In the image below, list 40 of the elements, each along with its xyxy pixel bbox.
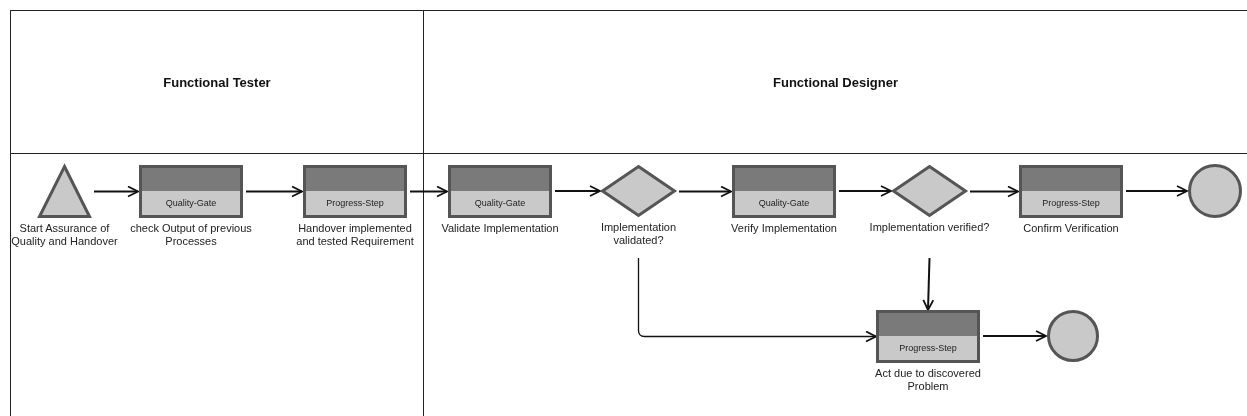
arrow: [922, 257, 935, 311]
arrow: [969, 185, 1019, 198]
step-type-label: Quality-Gate: [757, 197, 811, 210]
arrow: [93, 185, 139, 198]
step-type-label: Progress-Step: [1041, 197, 1101, 210]
start-triangle: [38, 165, 91, 218]
step-caption: Validate Implementation: [440, 222, 560, 235]
step-type-label: Progress-Step: [898, 342, 958, 355]
step-caption: check Output of previous Processes: [129, 222, 253, 248]
lane-title: Functional Tester: [163, 74, 271, 90]
process-box: [1019, 165, 1123, 218]
step-caption: Act due to discovered Problem: [874, 367, 982, 393]
process-box: [732, 165, 836, 218]
process-box: [448, 165, 552, 218]
step-caption: Implementation validated?: [599, 221, 678, 247]
step-caption: Implementation verified?: [868, 221, 991, 234]
arrow: [637, 257, 877, 343]
arrow: [245, 185, 303, 198]
end-circle: [1047, 310, 1099, 362]
arrow: [678, 185, 732, 198]
step-caption: Verify Implementation: [730, 222, 838, 235]
arrow: [554, 185, 601, 197]
end-circle: [1188, 164, 1242, 218]
step-type-label: Quality-Gate: [164, 197, 218, 210]
arrow: [409, 185, 448, 198]
arrow: [1125, 185, 1188, 197]
lane-title: Functional Designer: [773, 74, 898, 90]
arrow: [982, 330, 1047, 342]
swimlane: [10, 10, 424, 416]
step-caption: Handover implemented and tested Requirement: [295, 222, 415, 248]
step-type-label: Quality-Gate: [473, 197, 527, 210]
decision-diamond: [892, 165, 967, 217]
step-type-label: Progress-Step: [325, 197, 385, 210]
step-caption: Start Assurance of Quality and Handover: [10, 222, 119, 248]
process-box: [876, 310, 980, 363]
step-caption: Confirm Verification: [1022, 222, 1120, 235]
process-box: [303, 165, 407, 218]
decision-diamond: [601, 165, 676, 217]
process-box: [139, 165, 243, 218]
arrow: [838, 185, 892, 197]
